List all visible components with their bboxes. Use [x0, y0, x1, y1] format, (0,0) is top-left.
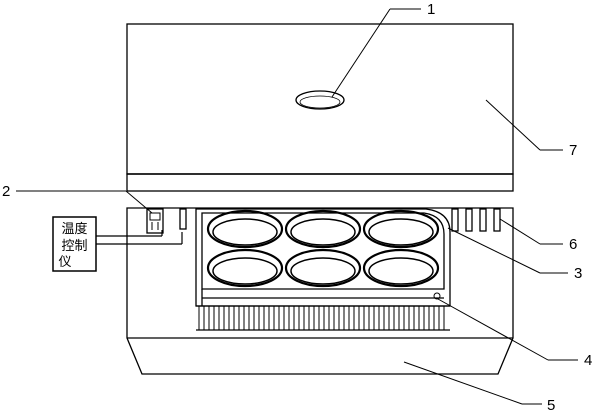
- sensor-housing: [146, 208, 164, 234]
- leader-lines: [16, 8, 578, 405]
- controller-label-line-2: 控制: [61, 239, 87, 254]
- leader-7: [485, 99, 541, 151]
- controller-label-line-1: 温度: [61, 221, 87, 237]
- heat-sink-fins: [198, 306, 445, 330]
- callout-5: 5: [547, 397, 555, 414]
- left-vent-slot: [179, 208, 187, 230]
- controller-label-line-3: 仪: [58, 255, 71, 270]
- well-2: [284, 209, 362, 249]
- sensor-inner: [149, 212, 161, 221]
- leader-5: [403, 361, 523, 405]
- temperature-sensor: [146, 208, 164, 234]
- right-vent-slots: [451, 208, 501, 232]
- callout-6: 6: [569, 236, 577, 253]
- well-4: [206, 248, 284, 288]
- controller-box: [52, 216, 97, 272]
- right-vent-slot-2: [465, 208, 473, 232]
- callout-numbers: 1 2 3 4 5 6 7: [2, 1, 592, 414]
- well-5: [284, 248, 362, 288]
- tray-outer: [195, 208, 451, 307]
- callout-1: 1: [427, 1, 435, 18]
- lid-hole: [295, 90, 345, 110]
- callout-3: 3: [574, 265, 582, 282]
- sample-tray: [195, 208, 451, 307]
- right-vent-slot-1: [451, 208, 459, 232]
- lid: [126, 23, 514, 192]
- callout-4: 4: [584, 352, 592, 369]
- well-1: [206, 209, 284, 249]
- leader-2-diag: [125, 190, 153, 214]
- culture-wells: [206, 209, 440, 288]
- right-vent-slot-4: [493, 208, 501, 232]
- tray-pin: [433, 292, 441, 300]
- tray-inner: [201, 212, 445, 290]
- leader-6: [499, 218, 541, 245]
- temperature-controller: 温度 控制 仪: [52, 216, 97, 272]
- left-vent-slots: [179, 208, 187, 230]
- well-3: [362, 209, 440, 249]
- lid-bottom-rim: [126, 173, 514, 192]
- lid-hole-inner: [299, 95, 341, 109]
- lid-top: [126, 23, 514, 175]
- well-6: [362, 248, 440, 288]
- base-outline: [126, 207, 514, 375]
- leader-4: [437, 298, 549, 361]
- base-body: [126, 207, 514, 375]
- callout-2: 2: [2, 183, 10, 200]
- controller-wiring: [96, 230, 183, 245]
- leader-3: [447, 227, 541, 274]
- right-vent-slot-3: [479, 208, 487, 232]
- leader-1-diag: [331, 8, 391, 98]
- callout-7: 7: [569, 142, 577, 159]
